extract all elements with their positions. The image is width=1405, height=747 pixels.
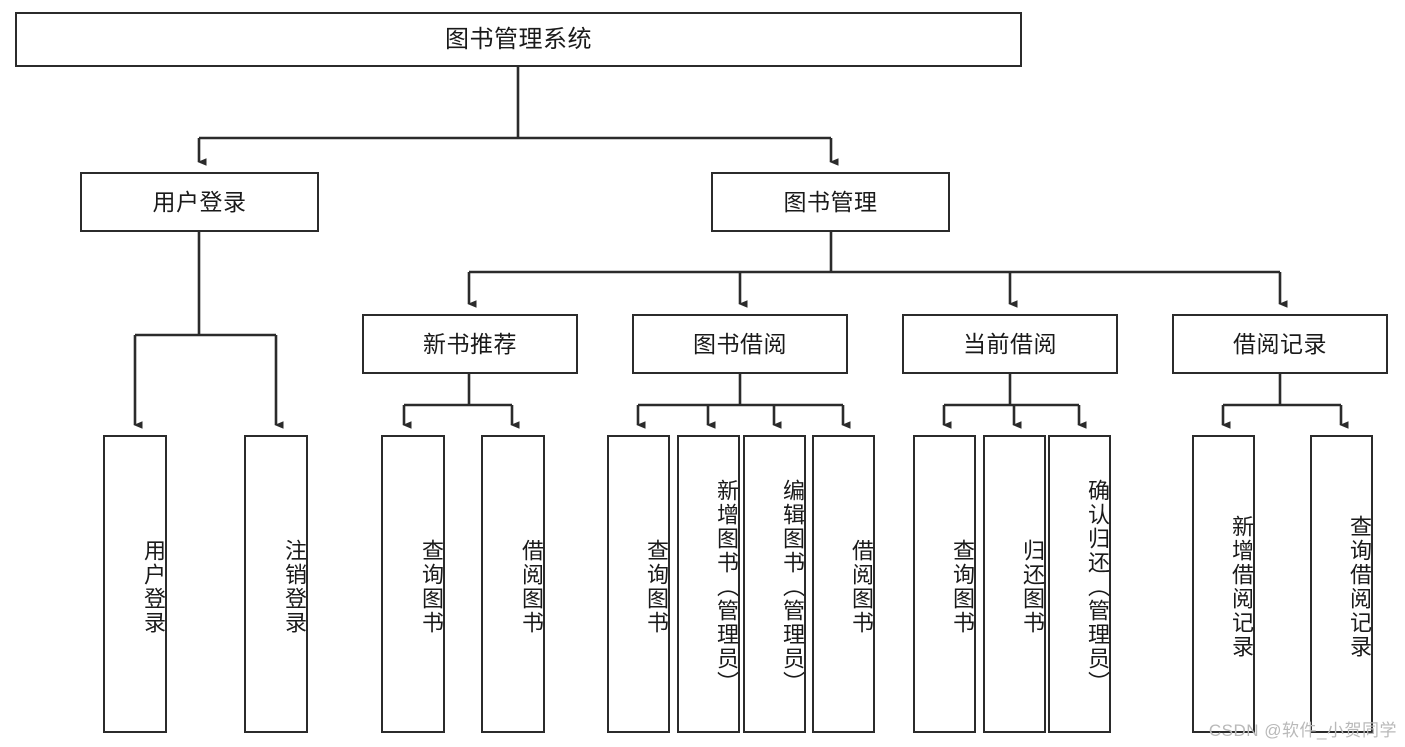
node-root-label: 图书管理系统 xyxy=(445,25,592,53)
node-leaf-user-login[interactable]: 用户登录 xyxy=(103,435,167,733)
node-new-book-rec[interactable]: 新书推荐 xyxy=(362,314,578,374)
node-leaf-borrow-book-1-label: 借阅图书 xyxy=(519,539,544,635)
node-borrow-record[interactable]: 借阅记录 xyxy=(1172,314,1388,374)
node-leaf-edit-book-label: 编辑图书（管理员） xyxy=(780,479,805,695)
node-leaf-confirm-return-label: 确认归还（管理员） xyxy=(1085,479,1110,695)
node-leaf-add-book[interactable]: 新增图书（管理员） xyxy=(677,435,740,733)
node-leaf-query-book-1[interactable]: 查询图书 xyxy=(381,435,445,733)
node-leaf-query-book-2-label: 查询图书 xyxy=(644,539,669,635)
node-root[interactable]: 图书管理系统 xyxy=(15,12,1022,67)
node-current-borrow-label: 当前借阅 xyxy=(963,330,1057,357)
node-leaf-query-book-1-label: 查询图书 xyxy=(419,539,444,635)
node-book-manage-label: 图书管理 xyxy=(783,188,878,215)
node-leaf-query-book-3[interactable]: 查询图书 xyxy=(913,435,976,733)
node-leaf-return-book[interactable]: 归还图书 xyxy=(983,435,1046,733)
node-leaf-add-record[interactable]: 新增借阅记录 xyxy=(1192,435,1255,733)
node-leaf-logout[interactable]: 注销登录 xyxy=(244,435,308,733)
node-leaf-confirm-return[interactable]: 确认归还（管理员） xyxy=(1048,435,1111,733)
node-leaf-logout-label: 注销登录 xyxy=(282,539,307,635)
node-book-borrow-label: 图书借阅 xyxy=(693,330,787,357)
csdn-watermark: CSDN @软件_小贺同学 xyxy=(1208,721,1397,740)
node-leaf-query-record[interactable]: 查询借阅记录 xyxy=(1310,435,1373,733)
node-leaf-borrow-book-2[interactable]: 借阅图书 xyxy=(812,435,875,733)
node-leaf-return-book-label: 归还图书 xyxy=(1020,539,1045,635)
node-borrow-record-label: 借阅记录 xyxy=(1233,330,1327,357)
node-leaf-query-record-label: 查询借阅记录 xyxy=(1347,515,1372,659)
node-leaf-user-login-label: 用户登录 xyxy=(141,539,166,635)
node-leaf-add-book-label: 新增图书（管理员） xyxy=(714,479,739,695)
node-book-manage[interactable]: 图书管理 xyxy=(711,172,950,232)
node-leaf-borrow-book-2-label: 借阅图书 xyxy=(849,539,874,635)
node-leaf-query-book-3-label: 查询图书 xyxy=(950,539,975,635)
node-leaf-edit-book[interactable]: 编辑图书（管理员） xyxy=(743,435,806,733)
node-book-borrow[interactable]: 图书借阅 xyxy=(632,314,848,374)
node-leaf-add-record-label: 新增借阅记录 xyxy=(1229,515,1254,659)
node-user-login-label: 用户登录 xyxy=(152,188,247,215)
node-leaf-query-book-2[interactable]: 查询图书 xyxy=(607,435,670,733)
node-current-borrow[interactable]: 当前借阅 xyxy=(902,314,1118,374)
node-user-login[interactable]: 用户登录 xyxy=(80,172,319,232)
node-new-book-rec-label: 新书推荐 xyxy=(423,330,517,357)
node-leaf-borrow-book-1[interactable]: 借阅图书 xyxy=(481,435,545,733)
